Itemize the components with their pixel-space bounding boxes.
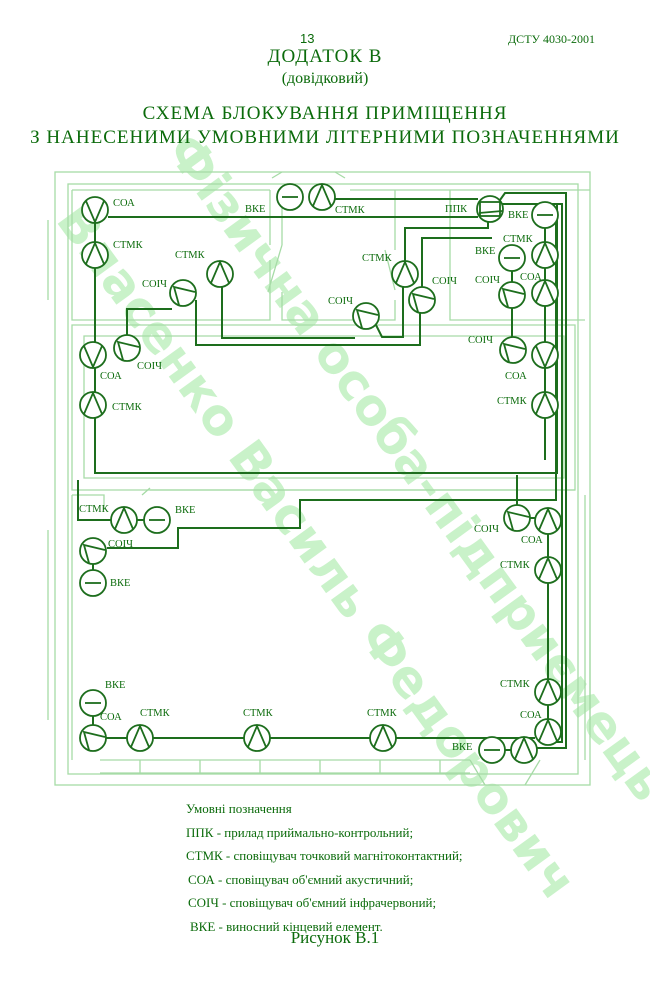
figure-caption: Рисунок В.1 [290, 928, 380, 947]
magnetic-contact-detector-icon [531, 240, 559, 269]
infrared-detector-icon [352, 302, 380, 330]
magnetic-contact-detector-icon [531, 390, 559, 419]
device-label: СТМК [503, 234, 534, 245]
scheme-title-line2: З НАНЕСЕНИМИ УМОВНИМИ ЛІТЕРНИМИ ПОЗНАЧЕН… [30, 127, 620, 148]
magnetic-contact-detector-icon [126, 723, 154, 752]
device-label: СТМК [367, 708, 398, 719]
device-label: ППК [445, 204, 468, 215]
legend-item: ППК - прилад приймально-контрольний; [186, 824, 414, 840]
control-panel-icon [476, 195, 504, 223]
acoustic-detector-icon [81, 196, 109, 225]
device-label: ВКЕ [175, 505, 195, 516]
end-element-icon [79, 689, 107, 717]
device-label: СТМК [112, 402, 143, 413]
device-label: ВКЕ [245, 204, 265, 215]
device-label: СТМК [335, 205, 366, 216]
device-label: СОА [521, 535, 543, 546]
legend-title: Умовні позначення [186, 801, 292, 816]
end-element-icon [276, 183, 304, 211]
legend-item: СОА - сповіщувач об'ємний акустичний; [188, 871, 414, 887]
infrared-detector-icon [79, 724, 107, 752]
legend-item: ВКЕ - виносний кінцевий елемент. [190, 918, 383, 934]
device-label: СОІЧ [468, 335, 493, 346]
device-label: СОІЧ [108, 539, 133, 550]
device-label: ВКЕ [508, 210, 528, 221]
magnetic-contact-detector-icon [391, 259, 419, 288]
end-element-icon [79, 569, 107, 597]
infrared-detector-icon [169, 279, 197, 307]
end-element-icon [478, 736, 506, 764]
device-label: СОА [520, 710, 542, 721]
device-label: СТМК [175, 250, 206, 261]
magnetic-contact-detector-icon [369, 723, 397, 752]
device-label: СТМК [500, 679, 531, 690]
magnetic-contact-detector-icon [534, 717, 562, 746]
magnetic-contact-detector-icon [531, 278, 559, 307]
magnetic-contact-detector-icon [243, 723, 271, 752]
acoustic-detector-icon [531, 341, 559, 370]
device-label: СОІЧ [137, 361, 162, 372]
device-label: СОІЧ [474, 524, 499, 535]
device-label: СОІЧ [328, 296, 353, 307]
device-label: ВКЕ [452, 742, 472, 753]
magnetic-contact-detector-icon [79, 390, 107, 419]
legend: Умовні позначення ППК - прилад приймальн… [186, 797, 463, 938]
legend-item: СТМК - сповіщувач точковий магнітоконтак… [186, 848, 463, 863]
device-label: СОІЧ [142, 279, 167, 290]
standard-code: ДСТУ 4030-2001 [508, 32, 596, 46]
legend-item: СОІЧ - сповіщувач об'ємний інфрачервоний… [188, 895, 437, 910]
annex-type: (довідковий) [281, 70, 369, 87]
device-label: СТМК [243, 708, 274, 719]
annex-heading: ДОДАТОК В [267, 46, 383, 67]
magnetic-contact-detector-icon [110, 505, 138, 534]
end-element-icon [531, 201, 559, 229]
end-element-icon [143, 506, 171, 534]
device-label: СОІЧ [475, 275, 500, 286]
device-label: СТМК [140, 708, 171, 719]
magnetic-contact-detector-icon [534, 555, 562, 584]
device-label: ВКЕ [105, 680, 125, 691]
device-label: СТМК [362, 253, 393, 264]
device-label: ВКЕ [475, 246, 495, 257]
magnetic-contact-detector-icon [534, 506, 562, 535]
magnetic-contact-detector-icon [534, 677, 562, 706]
infrared-detector-icon [79, 537, 107, 565]
device-label: СОА [505, 371, 527, 382]
infrared-detector-icon [408, 286, 436, 314]
page-number: 13 [300, 31, 315, 46]
magnetic-contact-detector-icon [510, 735, 538, 764]
infrared-detector-icon [499, 336, 527, 364]
device-label: СОА [113, 198, 135, 209]
magnetic-contact-detector-icon [81, 240, 109, 269]
device-label: СТМК [79, 504, 110, 515]
infrared-detector-icon [498, 281, 526, 309]
magnetic-contact-detector-icon [206, 259, 234, 288]
device-label: ВКЕ [110, 578, 130, 589]
device-label: СОА [100, 371, 122, 382]
device-label: СТМК [500, 560, 531, 571]
device-label: СТМК [497, 396, 528, 407]
devices: СОА СТМК ВКЕ СТМК ППК ВКЕ СТМК ВКЕ СОІЧ СОА СТМК СО… [79, 182, 562, 764]
device-label: СОА [520, 272, 542, 283]
end-element-icon [498, 244, 526, 272]
device-label: СОА [100, 712, 122, 723]
magnetic-contact-detector-icon [308, 182, 336, 211]
device-label: СОІЧ [432, 276, 457, 287]
acoustic-detector-icon [79, 341, 107, 370]
infrared-detector-icon [113, 334, 141, 362]
infrared-detector-icon [503, 504, 531, 532]
device-label: СТМК [113, 240, 144, 251]
scheme-title-line1: СХЕМА БЛОКУВАННЯ ПРИМІЩЕННЯ [142, 103, 508, 124]
